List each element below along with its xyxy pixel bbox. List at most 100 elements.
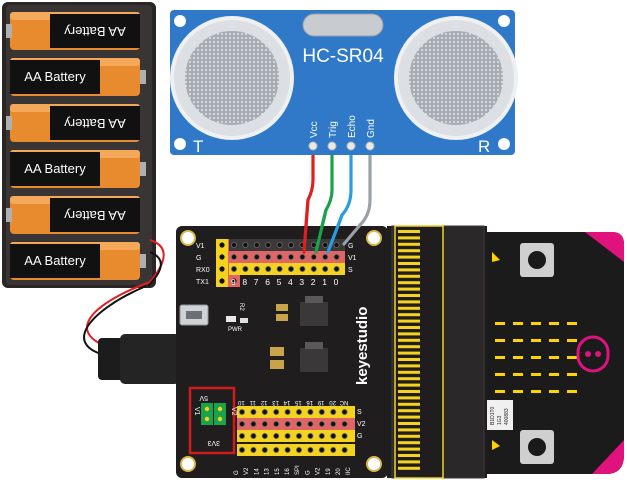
sensor-pin-label: Echo [347, 115, 358, 138]
bottom-pin-label: 19 [326, 468, 332, 475]
svg-text:400883: 400883 [504, 408, 510, 425]
sensor-model-label: HC-SR04 [302, 46, 384, 67]
led [513, 390, 523, 393]
edge-connector-slot [387, 225, 487, 479]
header-row-label: V2 [357, 421, 366, 428]
battery-cell: AA Battery [10, 58, 146, 96]
pin-number-label: 20 [329, 399, 336, 405]
led [567, 322, 577, 325]
battery-cell: AA Battery [6, 196, 140, 234]
button-b[interactable] [520, 430, 554, 464]
transmitter-transducer [170, 16, 294, 140]
battery-cell: AA Battery [10, 242, 146, 280]
pin-number-label: 19 [317, 399, 324, 405]
pin-number-label: 10 [237, 399, 244, 405]
touch-logo[interactable] [576, 335, 610, 373]
r2-resistor [240, 318, 248, 323]
pin-number-label: 9 [231, 277, 236, 287]
pin-number-label: 14 [283, 399, 290, 405]
bottom-pin-label: SPI [295, 465, 301, 475]
button-a[interactable] [520, 243, 554, 277]
header-row-label: S [357, 409, 362, 416]
led [513, 356, 523, 359]
led-matrix [495, 322, 577, 393]
left-header-label: RX0 [196, 267, 210, 274]
brand-logo-text: keyestudio [354, 307, 371, 385]
voltage-jumper[interactable]: 5V 3V3 V1 V2 [188, 386, 237, 455]
jumper-3v3-label: 3V3 [207, 439, 220, 446]
svg-text:B1D1T0: B1D1T0 [490, 406, 496, 425]
pin-number-label: 2 [311, 277, 316, 287]
sensor-pin-label: Trig [328, 121, 339, 138]
battery-label: AA Battery [24, 253, 86, 268]
bottom-pin-label: V2 [316, 467, 322, 475]
sensor-r-label: R [478, 137, 490, 156]
sensor-pin-label: Gnd [366, 119, 377, 138]
led [549, 356, 559, 359]
bottom-pin-label: G [305, 470, 311, 475]
pwr-led [226, 316, 236, 322]
left-header-label: TX1 [196, 279, 209, 286]
battery-cell: AA Battery [6, 12, 140, 50]
svg-text:1G3: 1G3 [497, 415, 503, 425]
left-header-label: G [196, 255, 201, 262]
battery-label: AA Battery [64, 116, 126, 131]
led [531, 373, 541, 376]
jumper-v1-label: V1 [193, 407, 200, 416]
pin-number-label: NC [339, 399, 348, 405]
pin-number-label: 12 [260, 399, 267, 405]
header-row-label: V1 [348, 255, 357, 262]
pin-number-label: 8 [242, 277, 247, 287]
wire-ends [302, 198, 362, 254]
bottom-pin-label: 13 [265, 468, 271, 475]
pin-number-label: 16 [306, 399, 313, 405]
sensor-t-label: T [193, 137, 203, 156]
jumper-5v-label: 5V [199, 394, 208, 401]
led [495, 322, 505, 325]
serial-sticker: 400883 1G3 B1D1T0 [487, 400, 513, 430]
led [567, 356, 577, 359]
pin-number-label: 6 [265, 277, 270, 287]
sensor-pin-label: Vcc [309, 121, 320, 138]
led [567, 339, 577, 342]
led [495, 356, 505, 359]
pin-number-label: 7 [254, 277, 259, 287]
battery-holder: AA Battery AA Battery AA Battery AA Battery… [2, 2, 165, 288]
pin-number-label: 3 [299, 277, 304, 287]
header-row-label: G [357, 433, 362, 440]
bottom-pin-label: 16 [285, 468, 291, 475]
pwr-label: PWR [228, 327, 243, 333]
bottom-pin-label: G [234, 470, 240, 475]
led [513, 373, 523, 376]
battery-label: AA Battery [64, 24, 126, 39]
voltage-regulator-2 [300, 342, 328, 372]
battery-label: AA Battery [24, 69, 86, 84]
pin-number-label: 0 [334, 277, 339, 287]
receiver-transducer [394, 16, 518, 140]
bottom-pin-label: 20 [336, 468, 342, 475]
led [549, 373, 559, 376]
led [567, 390, 577, 393]
led [495, 373, 505, 376]
pin-number-label: 13 [272, 399, 279, 405]
left-header-label: V1 [196, 243, 205, 250]
battery-cell: AA Battery [6, 104, 140, 142]
led [495, 390, 505, 393]
bottom-pin-label: 14 [254, 468, 260, 475]
pin-number-label: 4 [288, 277, 293, 287]
battery-label: AA Battery [24, 161, 86, 176]
led [513, 322, 523, 325]
led [513, 339, 523, 342]
pin-number-label: 5 [277, 277, 282, 287]
pin-number-label: 1 [322, 277, 327, 287]
battery-cell: AA Battery [10, 150, 146, 188]
header-row-label: G [348, 243, 353, 250]
led [549, 390, 559, 393]
voltage-regulator-1 [300, 296, 328, 326]
led [531, 356, 541, 359]
led [531, 390, 541, 393]
led [567, 373, 577, 376]
led [495, 339, 505, 342]
